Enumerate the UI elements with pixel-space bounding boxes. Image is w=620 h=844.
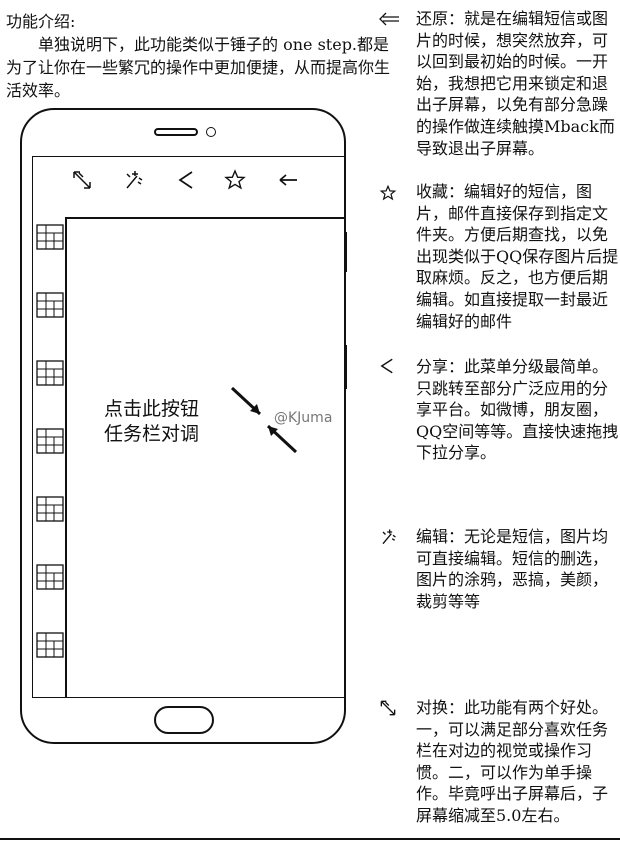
phone-camera [206,127,216,137]
desc-edit: 编辑：无论是短信，图片均可直接编辑。短信的删选，图片的涂鸦，恶搞，美颜，裁剪等等 [416,527,609,611]
dock-app-icon[interactable] [35,222,65,252]
toolbar-divider [65,217,345,219]
dock-app-icon[interactable] [35,426,65,456]
swap-icon [377,697,399,719]
intro-title: 功能介绍: [6,12,76,31]
home-button[interactable] [154,706,214,734]
phone-side-button [344,345,347,389]
desc-favorite: 收藏：编辑好的短信，图片，邮件直接保存到指定文件夹。方便后期查找，以免出现类似于… [416,182,619,331]
phone-screen [32,156,345,698]
back-arrow-icon [378,8,400,30]
dock-app-icon[interactable] [35,358,65,388]
desc-swap: 对换：此功能有两个好处。一，可以满足部分喜欢任务栏在对边的视觉或操作习惯。二，可… [416,698,609,825]
dock-app-icon[interactable] [35,290,65,320]
share-icon [376,355,398,377]
bottom-rule [0,838,620,840]
dock-app-icon[interactable] [35,494,65,524]
dock-app-icon[interactable] [35,562,65,592]
desc-restore: 还原：就是在编辑短信或图片的时候，想突然放弃，可以回到最初始的时候。一开始，我想… [416,9,615,158]
callout-arrows [230,386,298,454]
back-icon[interactable] [276,168,300,192]
intro-body: 单独说明下，此功能类似于锤子的 one step.都是为了让你在一些繁冗的操作中… [6,35,391,100]
share-icon[interactable] [174,168,198,192]
watermark: @KJuma [274,410,333,426]
magic-wand-icon[interactable] [121,168,145,192]
star-icon[interactable] [223,168,247,192]
dock-app-icon[interactable] [35,630,65,660]
swap-icon[interactable] [70,168,94,192]
dock-divider [65,217,67,698]
callout-text: 点击此按钮 任务栏对调 [104,398,200,445]
phone-speaker [154,128,198,136]
star-icon [377,182,399,204]
magic-wand-icon [377,526,399,548]
phone-side-button [344,232,347,272]
desc-share: 分享：此菜单分级最简单。只跳转至部分广泛应用的分享平台。如微博，朋友圈，QQ空间… [416,357,619,463]
phone-outline [20,108,346,744]
